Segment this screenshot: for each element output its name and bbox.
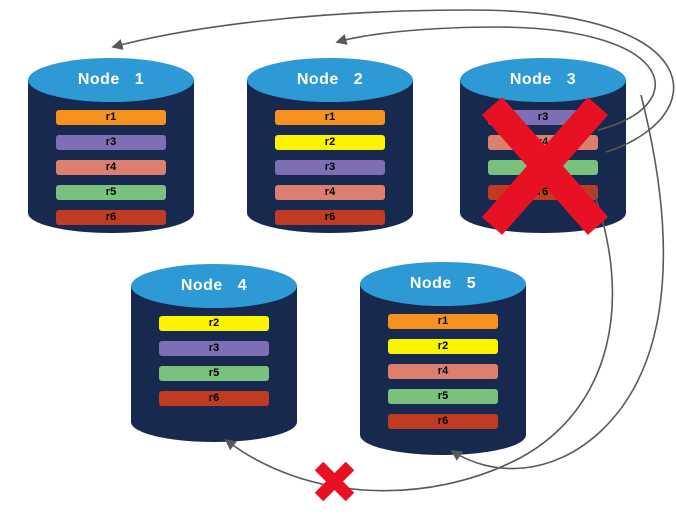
- node-3-top-ellipse: Node 3: [460, 58, 626, 102]
- node-5-cylinder: Node 5 r1 r2 r4 r5 r6: [360, 262, 526, 455]
- replica-bar-r1: r1: [56, 110, 166, 125]
- node-2-body: r1 r2 r3 r4 r6: [247, 80, 413, 233]
- node-4-replica-list: r2 r3 r5 r6: [131, 316, 297, 406]
- node-3-cylinder: Node 3 r3 r4 r5 r6: [460, 58, 626, 233]
- node-1-replica-list: r1 r3 r4 r5 r6: [28, 110, 194, 225]
- node-3-replica-list: r3 r4 r5 r6: [460, 110, 626, 200]
- replica-bar-r5: r5: [388, 389, 498, 404]
- node-5-title: Node 5: [409, 275, 477, 292]
- replica-bar-r6: r6: [488, 185, 598, 200]
- replica-bar-r3: r3: [56, 135, 166, 150]
- replica-bar-r3: r3: [159, 341, 269, 356]
- replica-bar-r4: r4: [275, 185, 385, 200]
- blocked-x-stroke-2: [314, 461, 355, 502]
- replica-bar-r4: r4: [488, 135, 598, 150]
- node-5-replica-list: r1 r2 r4 r5 r6: [360, 314, 526, 429]
- replica-bar-r1: r1: [275, 110, 385, 125]
- node-2-cylinder: Node 2 r1 r2 r3 r4 r6: [247, 58, 413, 233]
- replica-bar-r5: r5: [56, 185, 166, 200]
- replica-bar-r1: r1: [388, 314, 498, 329]
- node-5-top-ellipse: Node 5: [360, 262, 526, 306]
- node-4-top-ellipse: Node 4: [131, 264, 297, 308]
- replica-bar-r4: r4: [56, 160, 166, 175]
- blocked-transfer-x-icon: [314, 461, 355, 502]
- replica-bar-r5: r5: [488, 160, 598, 175]
- replica-bar-r2: r2: [388, 339, 498, 354]
- replica-bar-r2: r2: [275, 135, 385, 150]
- node-2-title: Node 2: [296, 71, 364, 88]
- node-2-replica-list: r1 r2 r3 r4 r6: [247, 110, 413, 225]
- replica-bar-r5: r5: [159, 366, 269, 381]
- replica-bar-r6: r6: [275, 210, 385, 225]
- node-5-body: r1 r2 r4 r5 r6: [360, 284, 526, 455]
- node-4-title: Node 4: [180, 277, 248, 294]
- replica-bar-r6: r6: [388, 414, 498, 429]
- replica-bar-r6: r6: [159, 391, 269, 406]
- blocked-x-stroke-1: [314, 461, 355, 502]
- replica-bar-r2: r2: [159, 316, 269, 331]
- node-1-cylinder: Node 1 r1 r3 r4 r5 r6: [28, 58, 194, 233]
- replica-bar-r3: r3: [275, 160, 385, 175]
- node-4-cylinder: Node 4 r2 r3 r5 r6: [131, 264, 297, 442]
- node-3-body: r3 r4 r5 r6: [460, 80, 626, 233]
- node-2-top-ellipse: Node 2: [247, 58, 413, 102]
- node-3-title: Node 3: [509, 71, 577, 88]
- node-4-body: r2 r3 r5 r6: [131, 286, 297, 442]
- replica-bar-r4: r4: [388, 364, 498, 379]
- node-1-title: Node 1: [77, 71, 145, 88]
- node-1-body: r1 r3 r4 r5 r6: [28, 80, 194, 233]
- node-1-top-ellipse: Node 1: [28, 58, 194, 102]
- replica-bar-r6: r6: [56, 210, 166, 225]
- replica-bar-r3: r3: [488, 110, 598, 125]
